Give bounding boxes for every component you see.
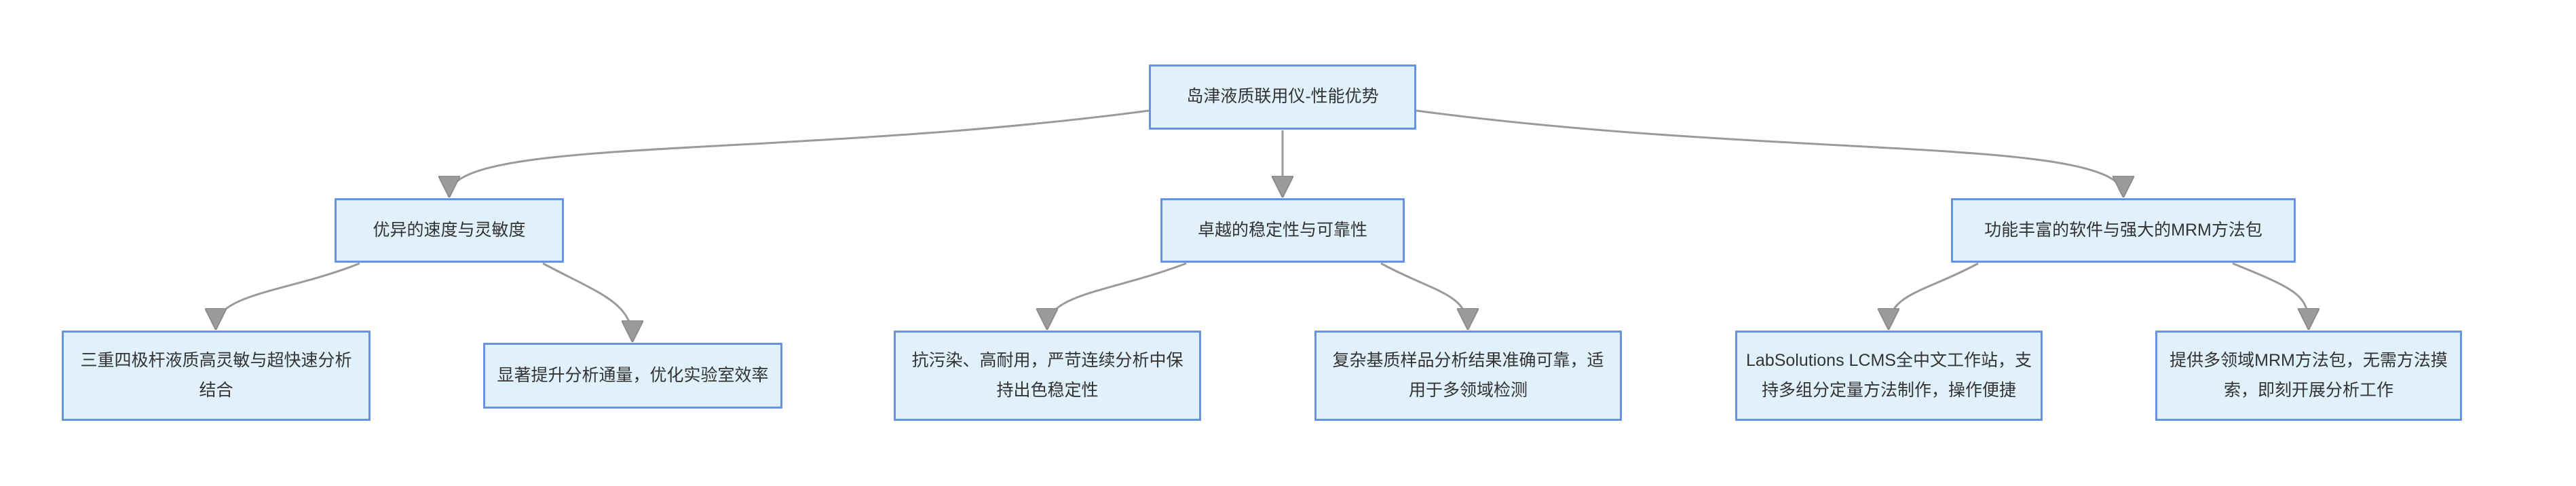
leaf-node-label: 三重四极杆液质高灵敏与超快速分析结合	[80, 350, 352, 400]
edge-stability-to-leaf-2	[1380, 262, 1468, 328]
root-node: 岛津液质联用仪-性能优势	[1149, 64, 1416, 130]
branch-node-software-mrm: 功能丰富的软件与强大的MRM方法包	[1951, 198, 2296, 263]
leaf-node-label: LabSolutions LCMS全中文工作站，支持多组分定量方法制作，操作便捷	[1746, 350, 2032, 400]
branch-node-label: 优异的速度与灵敏度	[373, 220, 526, 240]
branch-node-speed-sensitivity: 优异的速度与灵敏度	[335, 198, 564, 263]
edge-software-to-leaf-2	[2232, 262, 2309, 328]
branch-node-stability-reliability: 卓越的稳定性与可靠性	[1160, 198, 1405, 263]
leaf-node-label: 提供多领域MRM方法包，无需方法摸索，即刻开展分析工作	[2170, 350, 2448, 400]
root-node-label: 岛津液质联用仪-性能优势	[1186, 87, 1379, 107]
leaf-node-throughput: 显著提升分析通量，优化实验室效率	[483, 343, 782, 409]
leaf-node-mrm-packages: 提供多领域MRM方法包，无需方法摸索，即刻开展分析工作	[2155, 331, 2462, 421]
edge-stability-to-leaf-1	[1047, 262, 1187, 328]
edge-root-to-branch-software	[1416, 109, 2123, 195]
edge-root-to-branch-speed	[449, 109, 1150, 195]
edge-speed-to-leaf-2	[542, 262, 632, 340]
leaf-node-triple-quad: 三重四极杆液质高灵敏与超快速分析结合	[62, 331, 371, 421]
leaf-node-labsolutions: LabSolutions LCMS全中文工作站，支持多组分定量方法制作，操作便捷	[1735, 331, 2043, 421]
branch-node-label: 卓越的稳定性与可靠性	[1197, 220, 1367, 240]
edge-speed-to-leaf-1	[216, 262, 360, 328]
leaf-node-complex-matrix: 复杂基质样品分析结果准确可靠，适用于多领域检测	[1314, 331, 1622, 421]
branch-node-label: 功能丰富的软件与强大的MRM方法包	[1984, 220, 2262, 240]
leaf-node-label: 抗污染、高耐用，严苛连续分析中保持出色稳定性	[911, 350, 1183, 400]
leaf-node-label: 复杂基质样品分析结果准确可靠，适用于多领域检测	[1332, 350, 1604, 400]
leaf-node-label: 显著提升分析通量，优化实验室效率	[497, 365, 769, 385]
leaf-node-anti-contamination: 抗污染、高耐用，严苛连续分析中保持出色稳定性	[894, 331, 1201, 421]
edge-software-to-leaf-1	[1889, 262, 1979, 328]
